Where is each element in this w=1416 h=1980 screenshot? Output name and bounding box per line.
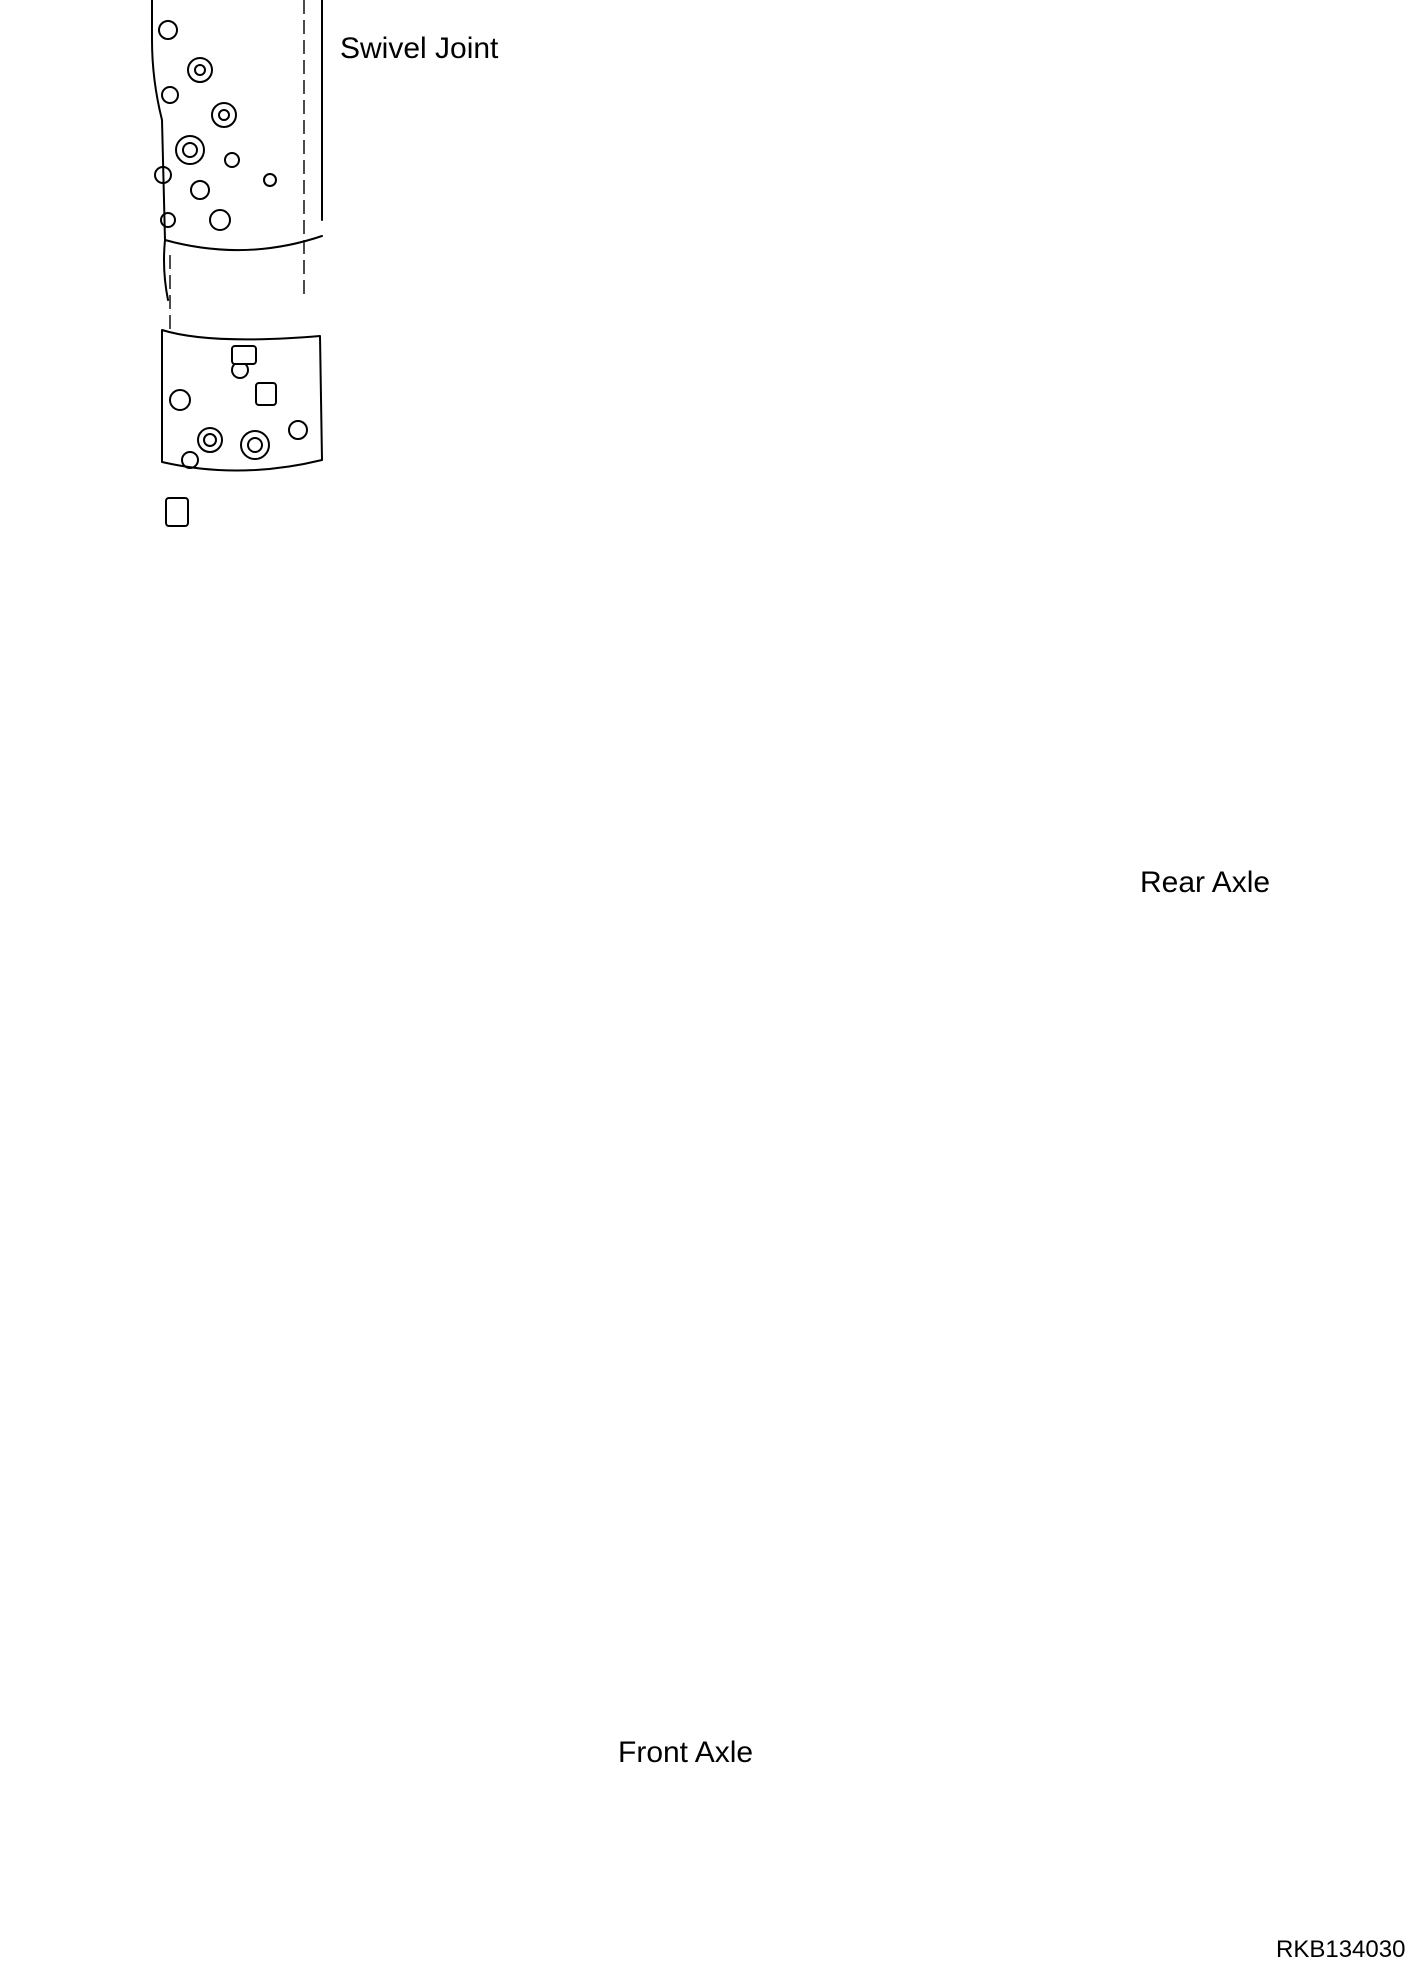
drawing-code: RKB134030 [1276, 1936, 1406, 1963]
swivel-joint-icon [151, 0, 323, 527]
rear-axle-label: Rear Axle [1140, 866, 1271, 899]
front-axle-label: Front Axle [618, 1736, 754, 1769]
swivel-joint-label: Swivel Joint [340, 32, 499, 65]
